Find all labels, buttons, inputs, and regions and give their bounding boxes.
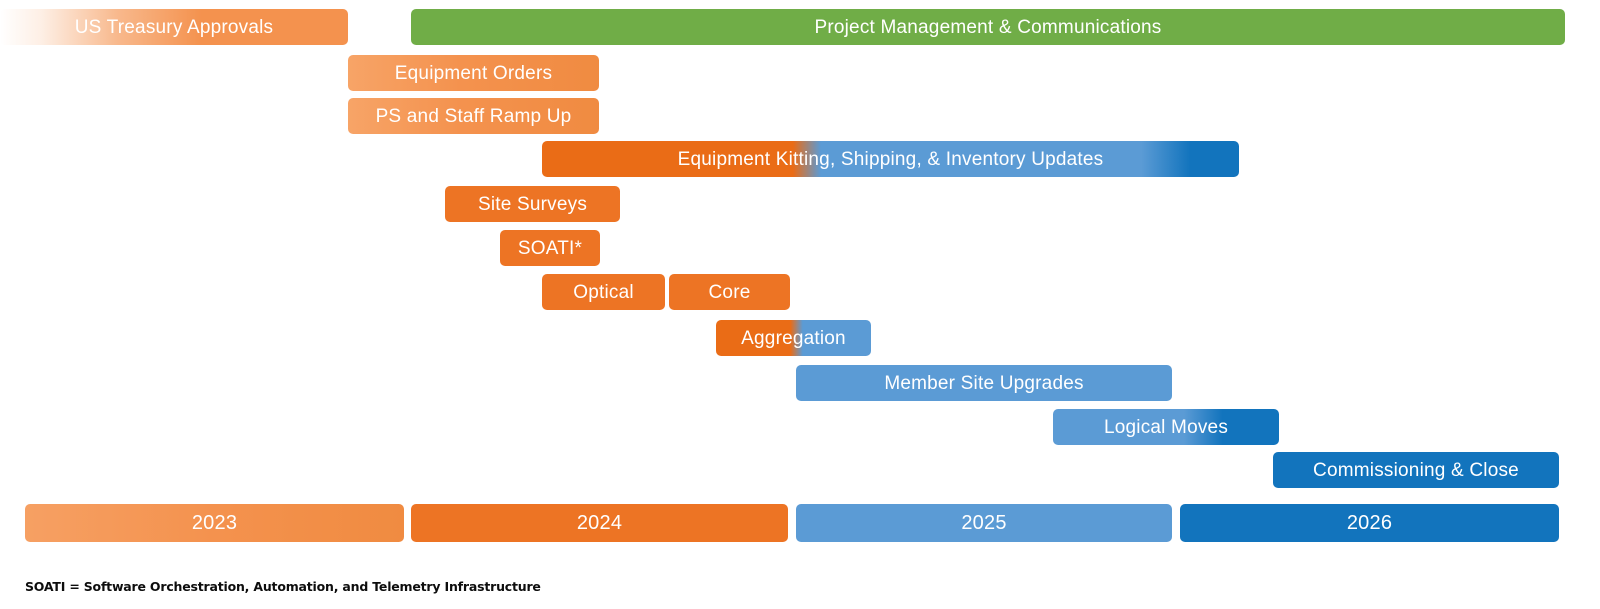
task-bar-aggregation[interactable]: Aggregation — [716, 320, 871, 356]
year-bar-year-2026[interactable]: 2026 — [1180, 504, 1559, 542]
task-bar-label: Aggregation — [741, 327, 846, 349]
task-bar-label: Logical Moves — [1103, 416, 1229, 438]
task-bar-logical-moves[interactable]: Logical Moves — [1053, 409, 1279, 445]
task-bar-us-treasury-approvals[interactable]: US Treasury Approvals — [0, 9, 348, 45]
task-bar-equipment-orders[interactable]: Equipment Orders — [348, 55, 599, 91]
task-bar-label: Site Surveys — [477, 193, 588, 215]
year-bar-year-2025[interactable]: 2025 — [796, 504, 1172, 542]
task-bar-label: Commissioning & Close — [1313, 459, 1519, 481]
task-bar-label: SOATI* — [517, 237, 583, 259]
task-bar-label: Equipment Orders — [394, 62, 553, 84]
year-bar-label: 2026 — [1346, 512, 1393, 534]
task-bar-commissioning-close[interactable]: Commissioning & Close — [1273, 452, 1559, 488]
task-bar-site-surveys[interactable]: Site Surveys — [445, 186, 620, 222]
task-bar-soati[interactable]: SOATI* — [500, 230, 600, 266]
task-bar-label: Optical — [573, 281, 634, 303]
footnote-soati-definition: SOATI = Software Orchestration, Automati… — [25, 579, 541, 594]
task-bar-label: Member Site Upgrades — [884, 372, 1084, 394]
task-bar-project-management-communications[interactable]: Project Management & Communications — [411, 9, 1565, 45]
year-bar-label: 2023 — [191, 512, 238, 534]
task-bar-equipment-kitting-shipping-inventory-updates[interactable]: Equipment Kitting, Shipping, & Inventory… — [542, 141, 1239, 177]
task-bar-core[interactable]: Core — [669, 274, 790, 310]
year-bar-year-2023[interactable]: 2023 — [25, 504, 404, 542]
task-bar-member-site-upgrades[interactable]: Member Site Upgrades — [796, 365, 1172, 401]
year-bar-year-2024[interactable]: 2024 — [411, 504, 788, 542]
task-bar-label: PS and Staff Ramp Up — [375, 105, 572, 127]
task-bar-optical[interactable]: Optical — [542, 274, 665, 310]
task-bar-label: US Treasury Approvals — [74, 16, 274, 38]
year-bar-label: 2024 — [576, 512, 623, 534]
year-bar-label: 2025 — [961, 512, 1007, 534]
task-bar-ps-and-staff-ramp-up[interactable]: PS and Staff Ramp Up — [348, 98, 599, 134]
task-bar-label: Project Management & Communications — [814, 16, 1162, 38]
task-bar-label: Equipment Kitting, Shipping, & Inventory… — [677, 148, 1104, 170]
task-bar-label: Core — [708, 281, 751, 303]
